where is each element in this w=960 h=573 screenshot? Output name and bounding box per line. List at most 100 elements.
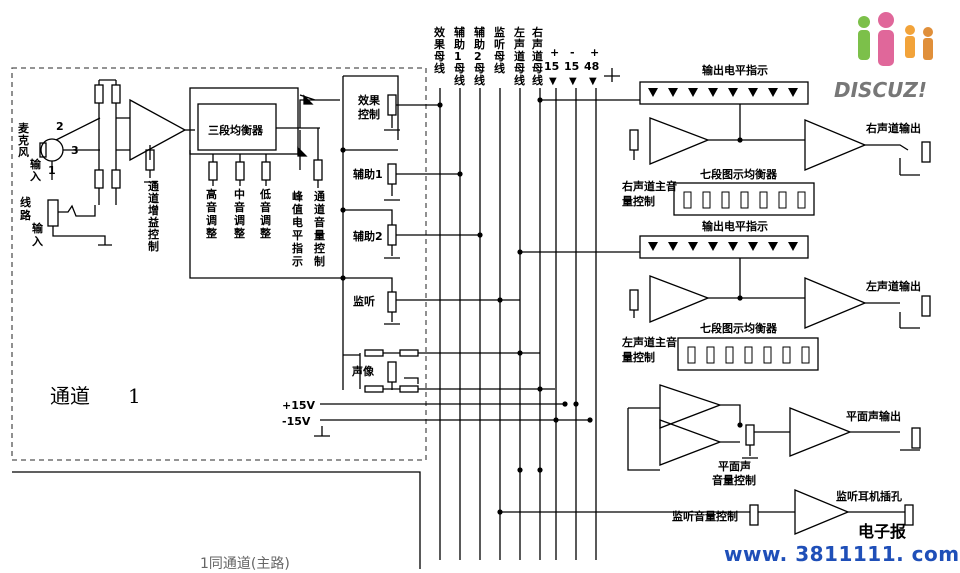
led-icon	[688, 242, 698, 251]
led-icon	[668, 242, 678, 251]
led-icon	[788, 242, 798, 251]
right-master-amp	[649, 117, 710, 165]
junction-dot	[537, 467, 543, 473]
junction-dot	[737, 137, 743, 143]
led-icon	[648, 242, 658, 251]
junction-dot	[497, 297, 503, 303]
junction-dot	[587, 417, 593, 423]
junction-dot	[497, 509, 503, 515]
eq-slider	[778, 191, 787, 209]
vol-label: 通道音量控制	[314, 190, 325, 268]
junction-dot	[457, 171, 463, 177]
led-icon	[668, 88, 678, 97]
channel-frame	[11, 67, 427, 461]
aux1-label: 辅助1	[353, 167, 383, 181]
junction-dot	[437, 102, 443, 108]
junction-dot	[573, 401, 579, 407]
eq-slider	[744, 346, 753, 364]
level-right-label: 输出电平指示	[702, 63, 768, 77]
rail-sign-1: -	[570, 46, 575, 59]
brand-watermark: 电子报	[858, 522, 907, 541]
fx-label: 效果	[358, 93, 380, 107]
mon-vol-label: 监听音量控制	[672, 509, 738, 523]
bus-label-4: 左声道母线	[513, 25, 525, 87]
led-icon	[708, 242, 718, 251]
eq-slider	[702, 191, 711, 209]
left-master-label-2: 量控制	[622, 350, 655, 364]
junction-dot	[340, 207, 346, 213]
left-output-amp	[804, 277, 867, 329]
supply-minus-label: -15V	[282, 415, 311, 428]
rail-arrow-icon: ▼	[589, 76, 597, 87]
eq-slider	[763, 346, 772, 364]
mid-label: 中音调整	[233, 187, 245, 240]
gain-amplifier	[129, 98, 187, 162]
eq-slider	[725, 346, 734, 364]
junction-dot	[537, 97, 543, 103]
mic-input-label: 麦克风	[18, 121, 30, 159]
pin2-label: 2	[56, 120, 64, 133]
right-master-label-2: 量控制	[622, 194, 655, 208]
led-icon	[748, 88, 758, 97]
led-icon	[768, 242, 778, 251]
rail-arrow-icon: ▼	[569, 76, 577, 87]
eq7-right-label: 七段图示均衡器	[700, 167, 778, 181]
led-icon	[688, 88, 698, 97]
rail-sign-0: +	[550, 46, 559, 59]
gain-label: 通道增益控制	[148, 180, 159, 253]
rail-value-1: 15	[564, 60, 579, 73]
rail-value-2: 48	[584, 60, 599, 73]
flat-output-amp	[789, 407, 852, 457]
eq3-label: 三段均衡器	[208, 123, 264, 137]
eq-slider	[683, 191, 692, 209]
pin3-label: 3	[71, 144, 79, 157]
peak-label: 峰值电平指示	[291, 189, 304, 268]
right-output-amp	[804, 119, 867, 171]
lower-channel-box	[12, 471, 421, 569]
line-input-label: 线路	[20, 195, 32, 222]
rail-arrow-icon: ▼	[549, 76, 557, 87]
headphone-label: 监听耳机插孔	[836, 489, 902, 503]
eq-slider	[801, 346, 810, 364]
bus-label-3: 监听母线	[494, 25, 505, 75]
led-icon	[748, 242, 758, 251]
junction-dot	[553, 417, 559, 423]
flat-out-label: 平面声输出	[846, 409, 901, 423]
eq-slider	[687, 346, 696, 364]
junction-dot	[537, 386, 543, 392]
eq-slider	[706, 346, 715, 364]
bus-label-0: 效果母线	[433, 25, 446, 75]
junction-dot	[517, 467, 523, 473]
eq7-left	[677, 337, 819, 371]
left-master-label: 左声道主音	[621, 335, 677, 349]
left-master-amp	[649, 275, 710, 323]
junction-dot	[737, 422, 743, 428]
line-jack-icon	[47, 199, 59, 227]
eq-slider	[740, 191, 749, 209]
flat-vol-label-2: 音量控制	[712, 473, 756, 487]
junction-dot	[737, 295, 743, 301]
eq3-box	[189, 87, 299, 155]
led-icon	[648, 88, 658, 97]
led-icon	[788, 88, 798, 97]
junction-dot	[562, 401, 568, 407]
junction-dot	[517, 350, 523, 356]
pan-label: 声像	[351, 364, 375, 378]
level-left-label: 输出电平指示	[702, 219, 768, 233]
eq-slider	[782, 346, 791, 364]
eq-slider	[797, 191, 806, 209]
eq7-left-label: 七段图示均衡器	[700, 321, 778, 335]
low-label: 低音调整	[259, 187, 271, 240]
pin1-label: 1	[48, 164, 56, 177]
line-input-label-2: 输入	[32, 221, 44, 248]
fx-label-2: 控制	[358, 107, 380, 121]
url-watermark: www. 3811111. com	[724, 542, 960, 566]
eq7-right	[673, 182, 815, 216]
bus-label-5: 右声道母线	[531, 25, 543, 87]
level-meter-right	[639, 81, 809, 105]
led-icon	[728, 242, 738, 251]
discuz-logo: DISCUZ!	[834, 8, 944, 102]
